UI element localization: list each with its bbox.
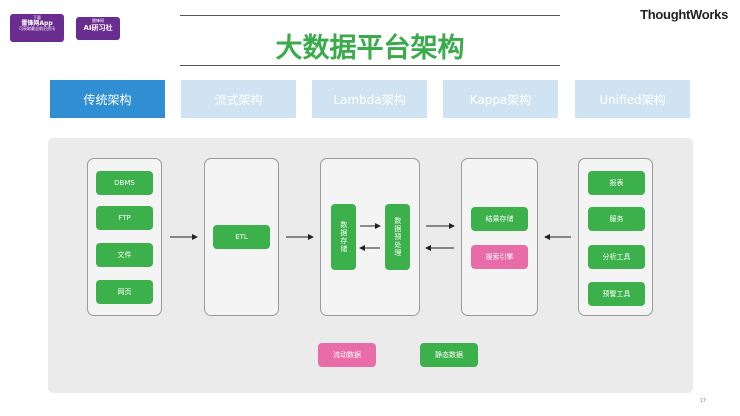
logo-line: 雷锋网App xyxy=(21,19,53,27)
output-alert-tool: 预警工具 xyxy=(588,282,645,306)
legend-static-data: 静态数据 xyxy=(420,343,478,367)
tab-unified-architecture[interactable]: Unified架构 xyxy=(575,80,690,118)
logo-line: AI研习社 xyxy=(83,23,113,32)
tab-lambda-architecture[interactable]: Lambda架构 xyxy=(312,80,427,118)
tab-kappa-architecture[interactable]: Kappa架构 xyxy=(443,80,558,118)
output-analysis-tool: 分析工具 xyxy=(588,245,645,269)
search-engine-node: 搜索引擎 xyxy=(471,245,528,269)
output-service: 服务 xyxy=(588,207,645,231)
data-sources-column: DBMS FTP 文件 网页 xyxy=(87,158,162,316)
leiphone-app-logo: 下载 雷锋网App 可获取最全前沿资讯 xyxy=(10,14,64,42)
result-storage-node: 结果存储 xyxy=(471,207,528,231)
output-report: 报表 xyxy=(588,171,645,195)
data-storage-node: 数据存储 xyxy=(331,204,356,270)
page-title: 大数据平台架构 xyxy=(275,33,465,64)
source-file: 文件 xyxy=(96,243,153,267)
logo-line: 雷锋网 xyxy=(92,18,104,23)
storage-column: 数据存储 数据预处理 xyxy=(320,158,420,316)
tab-traditional-architecture[interactable]: 传统架构 xyxy=(50,80,165,118)
source-dbms: DBMS xyxy=(96,171,153,195)
title-top-rule xyxy=(180,15,560,16)
ai-yanxishe-logo: 雷锋网 AI研习社 xyxy=(76,17,120,40)
logo-line: 可获取最全前沿资讯 xyxy=(19,26,55,32)
page-number: 17 xyxy=(699,398,706,404)
results-column: 结果存储 搜索引擎 xyxy=(461,158,538,316)
brand-logo: ThoughtWorks xyxy=(640,7,728,22)
title-bottom-rule xyxy=(180,65,560,66)
outputs-column: 报表 服务 分析工具 预警工具 xyxy=(578,158,653,316)
data-preprocessing-node: 数据预处理 xyxy=(385,204,410,270)
legend-streaming-data: 流动数据 xyxy=(318,343,376,367)
source-ftp: FTP xyxy=(96,206,153,230)
source-webpage: 网页 xyxy=(96,280,153,304)
tab-streaming-architecture[interactable]: 流式架构 xyxy=(181,80,296,118)
logo-line: 下载 xyxy=(33,15,41,20)
etl-node: ETL xyxy=(213,225,270,249)
etl-column: ETL xyxy=(204,158,279,316)
